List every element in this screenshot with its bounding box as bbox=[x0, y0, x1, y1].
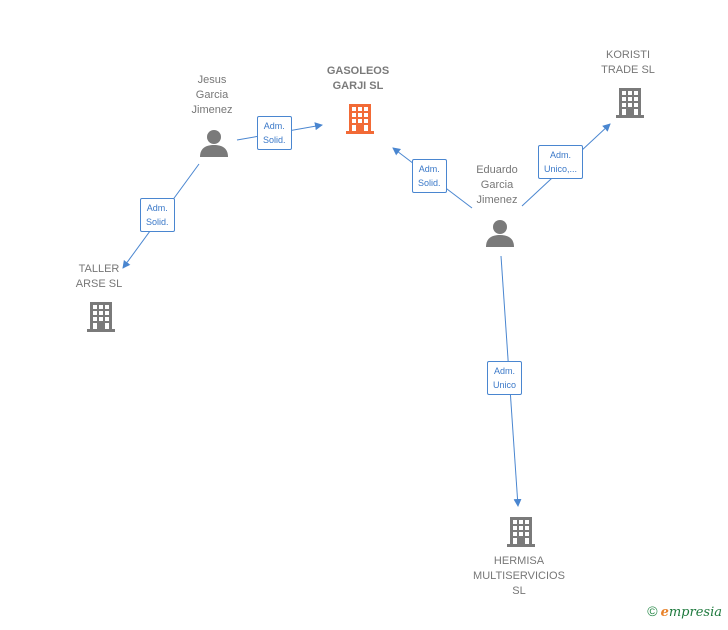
node-label-hermisa[interactable]: HERMISA MULTISERVICIOS SL bbox=[473, 555, 565, 597]
person-icon-eduardo[interactable] bbox=[485, 218, 515, 248]
node-label-jesus[interactable]: Jesus Garcia Jimenez bbox=[191, 74, 233, 116]
building-icon-gasoleos[interactable] bbox=[344, 102, 376, 134]
edge-label-jesus-gasoleos: Adm. Solid. bbox=[257, 116, 292, 150]
building-icon-taller[interactable] bbox=[85, 300, 117, 332]
building-icon-koristi[interactable] bbox=[614, 86, 646, 118]
empresia-logo: empresia bbox=[660, 605, 722, 620]
edge-label-eduardo-koristi: Adm. Unico,... bbox=[538, 145, 584, 179]
edge-label-eduardo-hermisa: Adm. Unico bbox=[487, 361, 523, 395]
person-icon-jesus[interactable] bbox=[199, 128, 229, 158]
node-label-gasoleos[interactable]: GASOLEOS GARJI SL bbox=[326, 65, 390, 92]
building-icon-hermisa[interactable] bbox=[505, 515, 537, 547]
node-label-taller[interactable]: TALLER ARSE SL bbox=[75, 263, 123, 290]
edge-label-jesus-taller: Adm. Solid. bbox=[140, 198, 175, 232]
empresia-watermark: ©empresia bbox=[647, 603, 722, 620]
node-label-eduardo[interactable]: Eduardo Garcia Jimenez bbox=[476, 164, 518, 206]
copyright-icon: © bbox=[647, 603, 658, 619]
node-label-koristi[interactable]: KORISTI TRADE SL bbox=[601, 49, 655, 76]
edge-label-eduardo-gasoleos: Adm. Solid. bbox=[412, 159, 447, 193]
